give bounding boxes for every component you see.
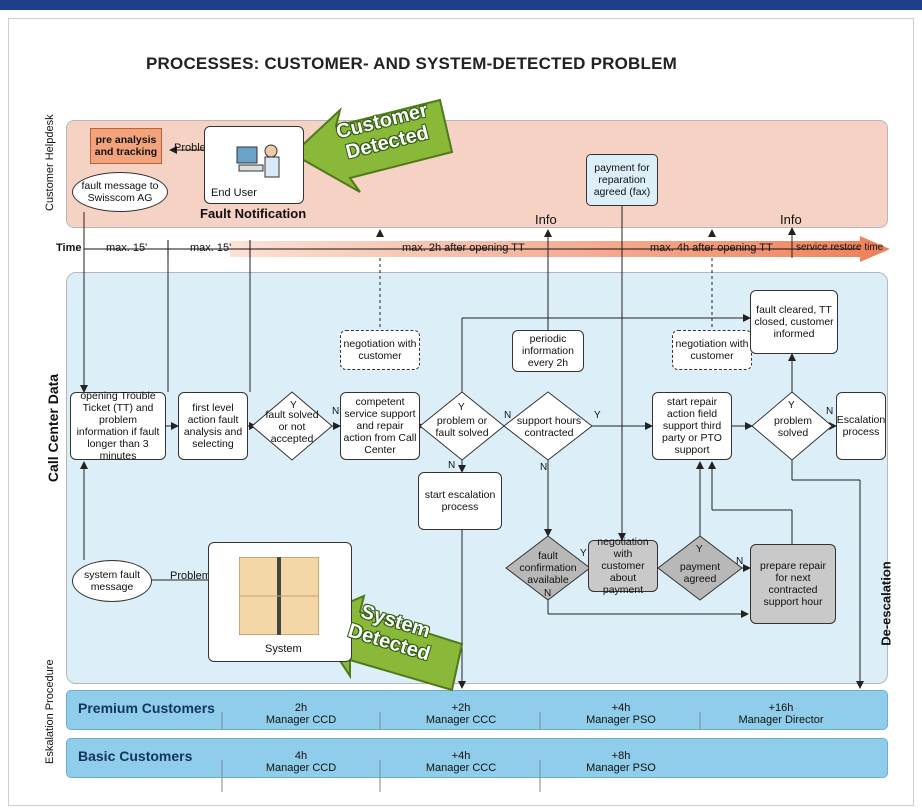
problem-n-right: N	[504, 410, 512, 421]
premium-label: Premium Customers	[78, 700, 215, 716]
end-user-box: End User	[204, 126, 304, 204]
diamond-problem-solved-2	[751, 391, 833, 461]
time-seg-2: max. 15'	[190, 242, 232, 254]
computer-user-icon	[235, 141, 285, 181]
payment-agreed-fax-box: payment for reparation agreed (fax)	[586, 154, 658, 206]
system-box: System	[208, 542, 352, 662]
negotiation-payment-box: negotiation with customer about payment	[588, 536, 658, 596]
fault-notification-label: Fault Notification	[200, 206, 307, 221]
first-level-box: first level action fault analysis and se…	[178, 392, 248, 460]
support-hours-text: support hours contracted	[516, 415, 582, 439]
premium-band	[66, 690, 888, 730]
pa-n: N	[736, 556, 744, 567]
basic-band	[66, 738, 888, 778]
problem-label-2: Problem	[170, 570, 211, 582]
problem-y: Y	[458, 402, 465, 413]
end-user-label: End User	[211, 187, 257, 199]
fault-solved-y: Y	[290, 400, 297, 411]
problem-fault-text: problem or fault solved	[435, 415, 489, 439]
diamond-fault-solved	[251, 391, 333, 461]
time-seg-3: max. 2h after opening TT	[402, 242, 525, 254]
diamond-support-hours	[503, 391, 593, 461]
fault-confirmation-text: fault confirmation available	[519, 550, 577, 586]
system-label: System	[265, 643, 302, 655]
page-title: PROCESSES: CUSTOMER- AND SYSTEM-DETECTED…	[146, 54, 677, 73]
diamond-payment-agreed	[657, 535, 743, 601]
payment-agreed-text: payment agreed	[679, 561, 721, 585]
escalation-process-box: Escalation process	[836, 392, 886, 460]
diamond-problem-solved	[419, 391, 505, 461]
problem-solved-text: problem solved	[774, 415, 812, 439]
fc-n: N	[544, 588, 552, 599]
negotiation-box-2: negotiation with customer	[672, 330, 752, 370]
ps-y: Y	[788, 400, 795, 411]
info-label-1: Info	[535, 212, 557, 227]
system-fault-ellipse: system fault message	[72, 560, 152, 602]
fault-solved-text: fault solved or not accepted	[265, 409, 319, 445]
helpdesk-lane	[66, 120, 888, 228]
pa-y: Y	[696, 544, 703, 555]
server-rack-icon	[238, 556, 320, 638]
time-seg-4: max. 4h after opening TT	[650, 242, 773, 254]
start-repair-box: start repair action field support third …	[652, 392, 732, 460]
customer-detected-arrow	[291, 98, 454, 193]
time-label: Time	[56, 242, 82, 254]
basic-label: Basic Customers	[78, 748, 193, 764]
frame	[8, 18, 914, 806]
pre-analysis-box: pre analysis and tracking	[90, 128, 162, 164]
time-end: service restore time	[796, 242, 884, 253]
ps-n: N	[826, 406, 834, 417]
competent-box: competent service support and repair act…	[340, 392, 420, 460]
time-seg-1: max. 15'	[106, 242, 148, 254]
fault-message-ellipse: fault message to Swisscom AG	[72, 172, 168, 212]
negotiation-box-1: negotiation with customer	[340, 330, 420, 370]
problem-n-down: N	[448, 460, 456, 471]
prepare-repair-box: prepare repair for next contracted suppo…	[750, 544, 836, 624]
fault-cleared-box: fault cleared, TT closed, customer infor…	[750, 290, 838, 354]
fault-solved-n: N	[332, 406, 340, 417]
opening-tt-box: opening Trouble Ticket (TT) and problem …	[70, 390, 166, 462]
periodic-box: periodic information every 2h	[512, 330, 584, 372]
de-escalation-label: De-escalation	[878, 561, 894, 646]
info-label-2: Info	[780, 212, 802, 227]
support-y: Y	[594, 410, 601, 421]
support-n: N	[540, 462, 548, 473]
start-escalation-box: start escalation process	[418, 472, 502, 530]
fc-y: Y	[580, 548, 587, 559]
top-bar	[0, 0, 922, 10]
diamond-fault-confirmation	[505, 535, 591, 601]
